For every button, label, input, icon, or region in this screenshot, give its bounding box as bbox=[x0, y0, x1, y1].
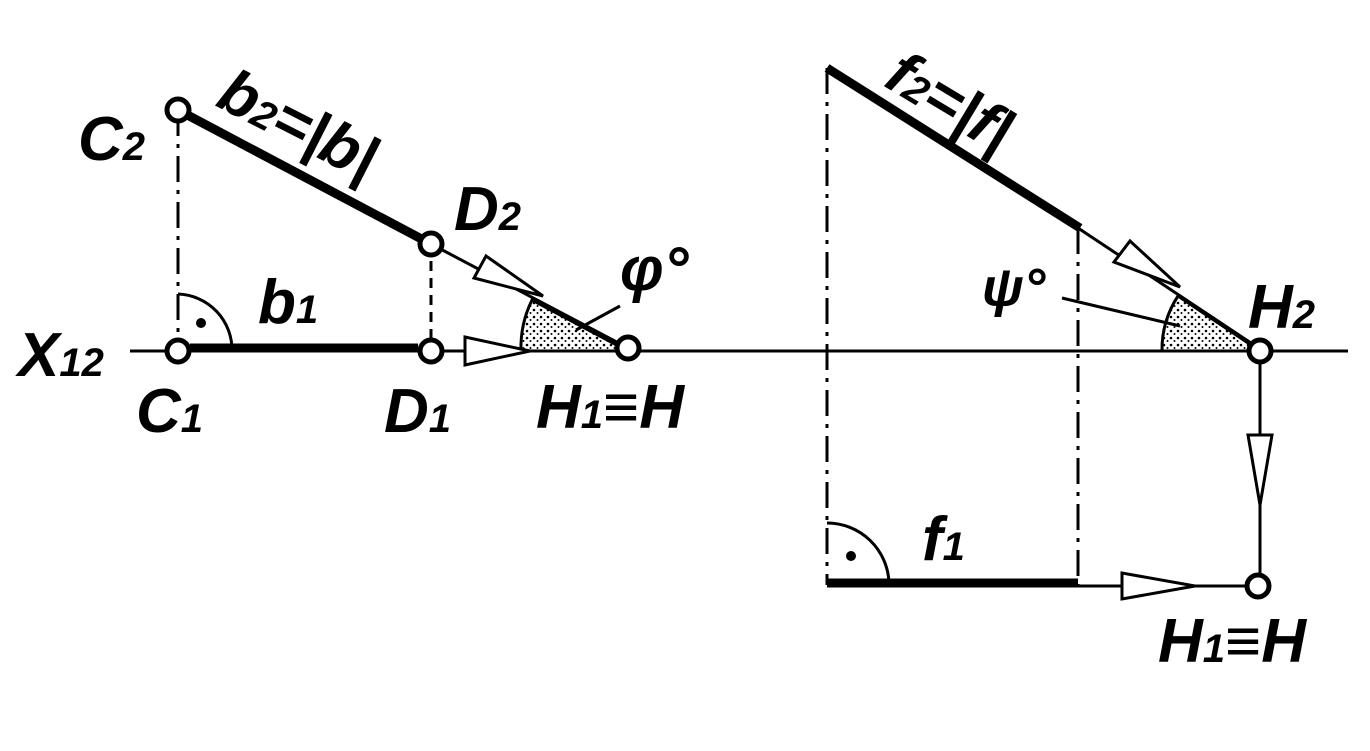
point-c2 bbox=[164, 96, 192, 124]
label-d1: D1 bbox=[384, 377, 451, 446]
phi-leader-line bbox=[575, 304, 621, 332]
b2-extension-line bbox=[430, 242, 629, 350]
label-c1: C1 bbox=[136, 377, 203, 446]
arrow-f2-direction bbox=[1111, 238, 1182, 289]
arrow-b1-direction bbox=[463, 335, 531, 367]
label-d2: D2 bbox=[454, 175, 521, 244]
point-h1-left bbox=[614, 334, 642, 362]
f2-extension-line bbox=[1077, 226, 1261, 351]
point-d2 bbox=[417, 230, 445, 258]
point-d1 bbox=[417, 337, 445, 365]
label-b1: b1 bbox=[258, 268, 318, 337]
arrow-h2-down bbox=[1246, 433, 1274, 506]
label-h2: H2 bbox=[1248, 273, 1315, 342]
label-phi: φ° bbox=[620, 235, 690, 304]
point-c1 bbox=[164, 337, 192, 365]
psi-leader-line bbox=[1061, 296, 1181, 328]
angle-phi-sector bbox=[519, 297, 629, 353]
right-angle-mark-f1 bbox=[826, 521, 891, 584]
label-psi: ψ° bbox=[982, 258, 1046, 318]
segment-f2 bbox=[824, 64, 1083, 232]
arrow-f1-direction bbox=[1120, 571, 1196, 601]
axis-x12-label: X12 bbox=[15, 321, 104, 390]
segment-b2 bbox=[175, 106, 434, 248]
arrow-b2-direction bbox=[471, 253, 544, 298]
right-angle-dot-c1 bbox=[196, 318, 206, 328]
label-h1-right: H1≡H bbox=[1158, 607, 1307, 676]
point-h1-right bbox=[1244, 572, 1272, 600]
label-f1: f1 bbox=[922, 505, 965, 574]
label-c2: C2 bbox=[78, 105, 145, 174]
right-angle-dot-f1 bbox=[846, 551, 856, 561]
right-angle-mark-c1 bbox=[177, 292, 234, 352]
point-h2 bbox=[1246, 337, 1274, 365]
label-h1-left: H1≡H bbox=[536, 373, 685, 442]
angle-psi-sector bbox=[1160, 293, 1265, 353]
